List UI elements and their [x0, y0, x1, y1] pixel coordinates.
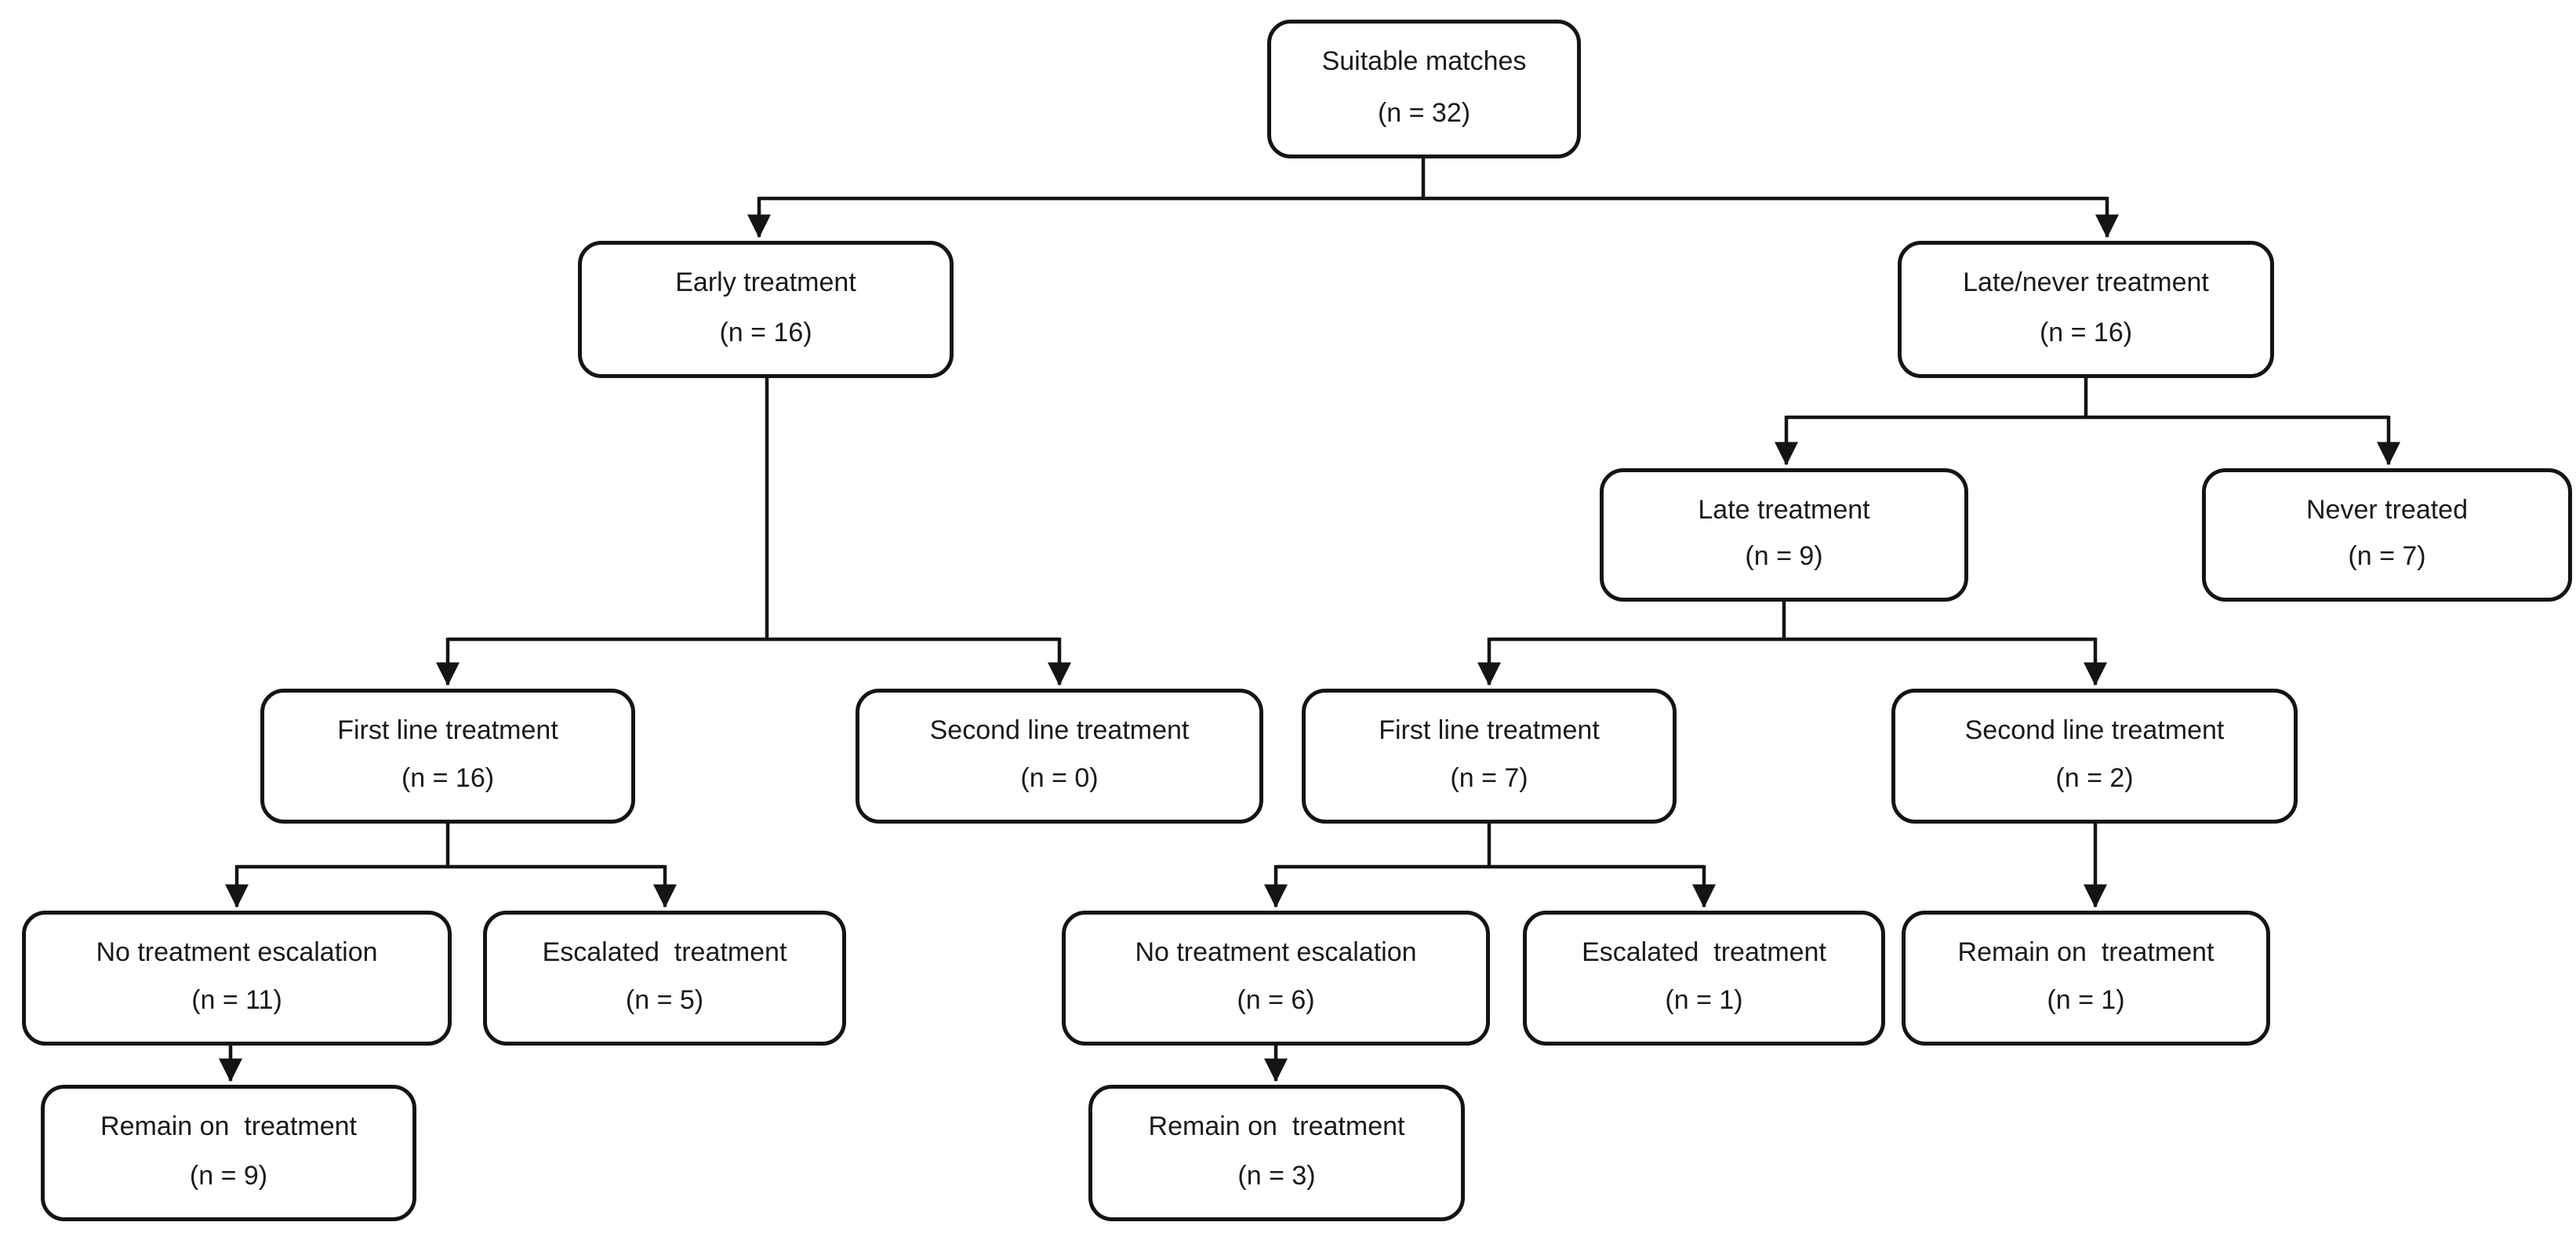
node-escalated-treatment-early: Escalated treatment (n = 5)	[483, 911, 846, 1046]
node-late-treatment: Late treatment (n = 9)	[1600, 468, 1968, 602]
node-label: First line treatment	[1379, 715, 1600, 745]
node-label: Late treatment	[1698, 495, 1870, 525]
node-label: Escalated treatment	[1582, 937, 1826, 967]
node-label: No treatment escalation	[96, 937, 378, 967]
node-label: Remain on treatment	[100, 1111, 357, 1141]
node-never-treated: Never treated (n = 7)	[2202, 468, 2572, 602]
node-label: Early treatment	[675, 267, 856, 297]
node-count: (n = 16)	[401, 762, 495, 793]
node-count: (n = 1)	[1665, 984, 1743, 1015]
node-late-never-treatment: Late/never treatment (n = 16)	[1898, 241, 2274, 378]
node-count: (n = 3)	[1237, 1160, 1316, 1191]
node-count: (n = 7)	[2348, 540, 2426, 571]
node-remain-on-treatment-early: Remain on treatment (n = 9)	[41, 1085, 416, 1221]
node-count: (n = 1)	[2047, 984, 2125, 1015]
node-label: Suitable matches	[1321, 46, 1527, 76]
node-no-treatment-escalation-early: No treatment escalation (n = 11)	[22, 911, 452, 1046]
node-count: (n = 6)	[1237, 984, 1315, 1015]
node-label: Remain on treatment	[1148, 1111, 1405, 1141]
node-label: Never treated	[2306, 495, 2468, 525]
node-remain-on-treatment-second-line: Remain on treatment (n = 1)	[1902, 911, 2270, 1046]
node-second-line-treatment-early: Second line treatment (n = 0)	[856, 689, 1263, 824]
node-suitable-matches: Suitable matches (n = 32)	[1267, 20, 1581, 158]
node-first-line-treatment-early: First line treatment (n = 16)	[260, 689, 635, 824]
node-count: (n = 0)	[1020, 762, 1099, 793]
node-label: No treatment escalation	[1135, 937, 1417, 967]
node-label: First line treatment	[337, 715, 558, 745]
node-first-line-treatment-late: First line treatment (n = 7)	[1302, 689, 1677, 824]
node-early-treatment: Early treatment (n = 16)	[578, 241, 954, 378]
node-remain-on-treatment-late: Remain on treatment (n = 3)	[1088, 1085, 1465, 1221]
node-count: (n = 2)	[2055, 762, 2134, 793]
node-label: Remain on treatment	[1957, 937, 2214, 967]
node-label: Second line treatment	[929, 715, 1190, 745]
node-count: (n = 9)	[1745, 540, 1823, 571]
node-count: (n = 11)	[191, 984, 282, 1015]
node-escalated-treatment-late: Escalated treatment (n = 1)	[1523, 911, 1885, 1046]
node-label: Escalated treatment	[542, 937, 787, 967]
node-count: (n = 16)	[2039, 317, 2133, 347]
node-count: (n = 7)	[1450, 762, 1528, 793]
node-count: (n = 5)	[625, 984, 704, 1015]
node-label: Second line treatment	[1964, 715, 2225, 745]
node-count: (n = 16)	[719, 317, 812, 347]
node-label: Late/never treatment	[1963, 267, 2209, 297]
node-count: (n = 32)	[1377, 97, 1471, 128]
node-count: (n = 9)	[189, 1160, 268, 1191]
node-second-line-treatment-late: Second line treatment (n = 2)	[1891, 689, 2298, 824]
node-no-treatment-escalation-late: No treatment escalation (n = 6)	[1062, 911, 1490, 1046]
